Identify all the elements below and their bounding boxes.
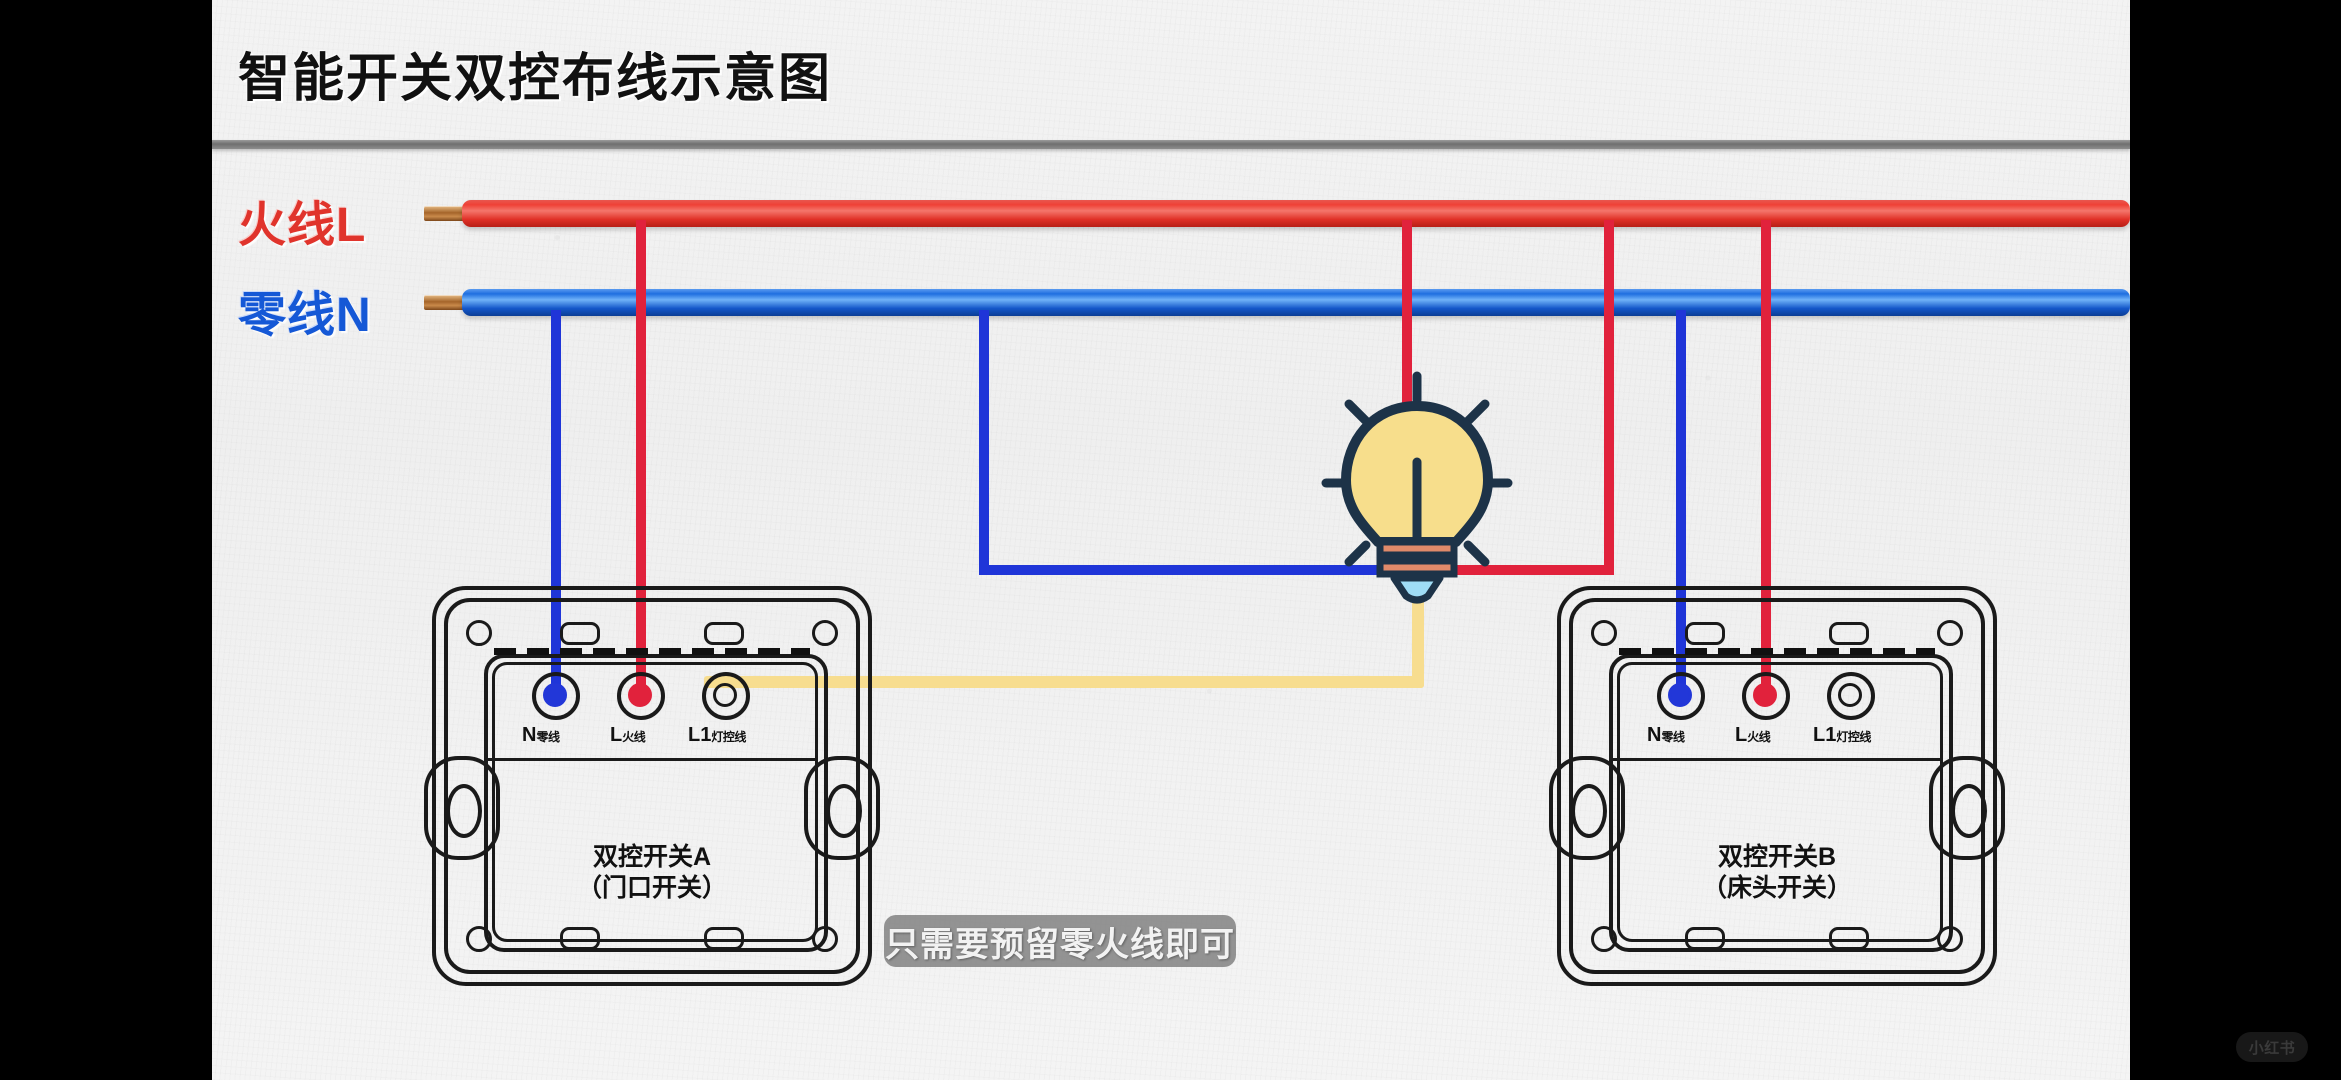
wire-neutral-to-lamp-vertical: [979, 310, 989, 575]
terminal-l1[interactable]: [1827, 672, 1875, 720]
switch-module-frame-inner: [1617, 662, 1943, 942]
xiaohongshu-watermark: 小红书: [2236, 1032, 2308, 1062]
switch-a-sublabel: （门口开关）: [576, 874, 727, 902]
wire-live-to-switch-a: [636, 220, 646, 690]
terminal-label-l1: L1灯控线: [688, 724, 746, 747]
module-separator-line: [488, 758, 816, 761]
switch-panel-b[interactable]: N零线 L火线 L1灯控线 双控开关B （床头开关）: [1549, 586, 2005, 986]
watermark-text: 小红书: [2248, 1039, 2296, 1057]
switch-b-caption: 双控开关B （床头开关）: [1557, 842, 1997, 904]
diagram-header: 智能开关双控布线示意图: [212, 0, 2130, 149]
terminal-code-n: N: [522, 724, 537, 746]
wire-live-lamp-riser: [1604, 220, 1614, 575]
switch-a-name: 双控开关A: [592, 843, 712, 871]
terminal-code-l: L: [610, 724, 623, 746]
mount-ear-right: [804, 756, 880, 860]
terminal-label-n: N零线: [522, 724, 560, 747]
letterbox-bar-left: [0, 0, 212, 1080]
letterbox-bar-right: [2130, 0, 2341, 1080]
mount-ear-left: [424, 756, 500, 860]
terminal-label-l: L火线: [1735, 724, 1771, 747]
edge-slot-top-right: [1829, 622, 1869, 645]
mount-ear-left: [1549, 756, 1625, 860]
switch-a-caption: 双控开关A （门口开关）: [432, 842, 872, 904]
wire-lamp-control-horizontal: [704, 676, 1424, 688]
module-separator-line: [1613, 758, 1941, 761]
edge-slot-top-left: [1685, 622, 1725, 645]
wire-neutral-to-lamp-horizontal: [979, 565, 1419, 575]
mount-ear-right: [1929, 756, 2005, 860]
live-copper-tip: [424, 206, 470, 221]
terminal-code-l1: L1: [688, 724, 712, 746]
switch-module-frame-inner: [492, 662, 818, 942]
live-wire-label: 火线L: [238, 199, 367, 252]
diagram-canvas: 智能开关双控布线示意图 火线L 零线N: [212, 0, 2130, 1080]
terminal-label-l1: L1灯控线: [1813, 724, 1871, 747]
switch-panel-a[interactable]: N零线 L火线 L1灯控线 双控开关A （门口开关）: [424, 586, 880, 986]
wire-live-to-lamp-vertical: [1402, 220, 1412, 575]
page-title: 智能开关双控布线示意图: [238, 50, 833, 108]
terminal-label-n: N零线: [1647, 724, 1685, 747]
wire-neutral-to-switch-a: [551, 310, 561, 690]
terminal-code-n: N: [1647, 724, 1662, 746]
corner-screw-tl: [466, 620, 492, 646]
terminal-desc-l: 火线: [1747, 730, 1771, 744]
terminal-l[interactable]: [617, 672, 665, 720]
terminal-desc-n: 零线: [1661, 730, 1685, 744]
terminal-l[interactable]: [1742, 672, 1790, 720]
wire-neutral-to-switch-b: [1676, 310, 1686, 690]
terminal-n[interactable]: [532, 672, 580, 720]
wire-live-to-lamp-horizontal: [1402, 565, 1614, 575]
live-bus-wire: [462, 200, 2130, 227]
terminal-code-l1: L1: [1813, 724, 1837, 746]
light-bulb: [1302, 370, 1532, 610]
neutral-copper-tip: [424, 295, 470, 310]
note-banner-text: 只需要预留零火线即可: [885, 925, 1235, 964]
edge-slot-top-right: [704, 622, 744, 645]
neutral-bus-wire: [462, 289, 2130, 316]
edge-slot-top-left: [560, 622, 600, 645]
terminal-n[interactable]: [1657, 672, 1705, 720]
corner-screw-tr: [812, 620, 838, 646]
switch-b-sublabel: （床头开关）: [1701, 874, 1852, 902]
terminal-desc-l1: 灯控线: [711, 730, 746, 744]
terminal-code-l: L: [1735, 724, 1748, 746]
terminal-label-l: L火线: [610, 724, 646, 747]
switch-b-name: 双控开关B: [1717, 843, 1837, 871]
terminal-l1[interactable]: [702, 672, 750, 720]
terminal-desc-l: 火线: [622, 730, 646, 744]
terminal-desc-l1: 灯控线: [1836, 730, 1871, 744]
corner-screw-tr: [1937, 620, 1963, 646]
module-top-dashes: [494, 648, 810, 655]
module-top-dashes: [1619, 648, 1935, 655]
neutral-wire-label: 零线N: [238, 289, 372, 342]
terminal-desc-n: 零线: [536, 730, 560, 744]
header-divider: [212, 140, 2130, 149]
corner-screw-tl: [1591, 620, 1617, 646]
note-banner: 只需要预留零火线即可: [884, 915, 1236, 967]
wire-live-to-switch-b: [1761, 220, 1771, 690]
